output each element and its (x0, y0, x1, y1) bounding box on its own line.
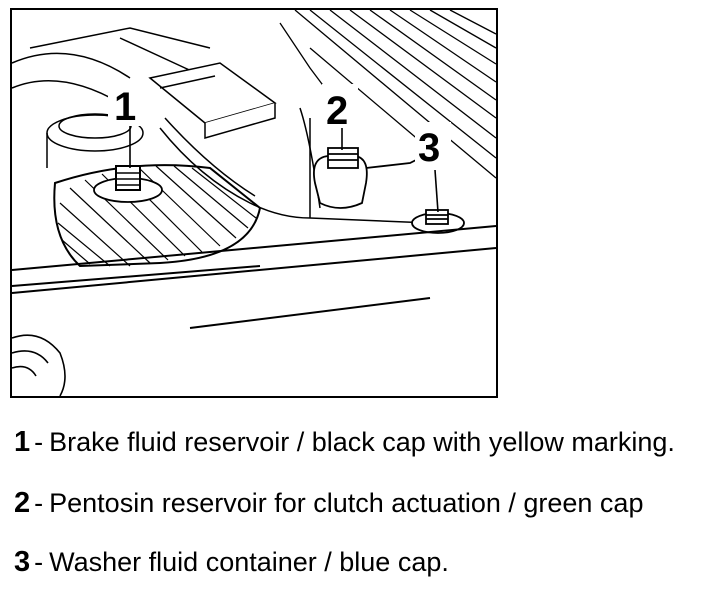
brake-reservoir-base (53, 164, 262, 268)
legend-item: 1-Brake fluid reservoir / black cap with… (14, 422, 675, 462)
legend-item: 2-Pentosin reservoir for clutch actuatio… (14, 483, 643, 523)
hood-panel (279, 9, 497, 179)
legend-separator: - (34, 547, 44, 577)
callout-3: 3 (418, 126, 440, 170)
callout-leaders (129, 126, 439, 213)
engine-bay-drawing: 1 2 3 (10, 8, 498, 398)
brake-lines (159, 107, 431, 224)
washer-fluid-container (411, 209, 465, 234)
legend-item: 3-Washer fluid container / blue cap. (14, 542, 449, 582)
legend-number: 3 (14, 546, 31, 578)
legend-text: Washer fluid container / blue cap. (49, 547, 449, 577)
legend-separator: - (34, 488, 44, 518)
wheel-arch (11, 334, 66, 397)
legend-number: 1 (14, 426, 31, 458)
legend-number: 2 (14, 487, 31, 519)
callout-2: 2 (326, 89, 348, 133)
legend-text: Pentosin reservoir for clutch actuation … (49, 488, 644, 518)
battery-box (148, 62, 277, 139)
pentosin-reservoir (313, 147, 431, 209)
legend-separator: - (34, 427, 44, 457)
legend-text: Brake fluid reservoir / black cap with y… (49, 427, 675, 457)
engine-bay-illustration: 1 2 3 (10, 8, 498, 398)
cowl-edge (11, 225, 497, 329)
callout-1: 1 (114, 85, 136, 129)
